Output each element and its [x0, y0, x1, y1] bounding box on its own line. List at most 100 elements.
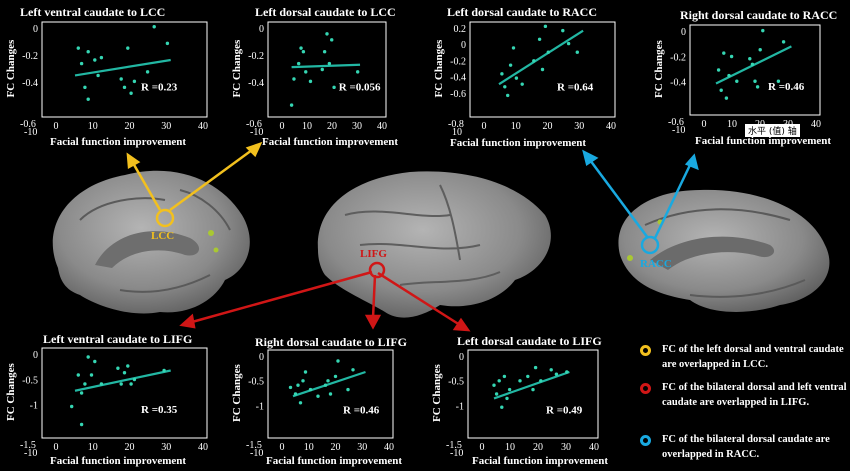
- data-point: [116, 366, 120, 370]
- data-point: [301, 379, 305, 383]
- x-tick-label: 10: [88, 442, 98, 453]
- data-point: [322, 49, 327, 54]
- legend-text: FC of the left dorsal and ventral caudat…: [662, 344, 844, 370]
- data-point: [546, 50, 550, 54]
- x-tick-label: 0: [280, 442, 285, 453]
- data-point: [753, 79, 757, 83]
- data-point: [119, 77, 123, 81]
- x-tick-label: 0: [702, 119, 707, 130]
- data-point: [729, 54, 734, 59]
- y-tick-label: -0.4: [670, 78, 686, 89]
- fit-line: [291, 63, 361, 69]
- data-point: [332, 85, 336, 90]
- data-point: [296, 61, 301, 66]
- data-point: [132, 79, 137, 84]
- data-point: [543, 24, 548, 29]
- data-point: [497, 379, 501, 383]
- plot-area: [689, 24, 821, 116]
- racc-marker: [640, 235, 660, 255]
- data-point: [76, 46, 81, 50]
- data-point: [507, 387, 512, 392]
- data-point: [526, 374, 530, 379]
- data-point: [511, 46, 516, 50]
- data-point: [554, 372, 559, 376]
- data-point: [539, 379, 543, 383]
- y-tick-label: -0.2: [670, 52, 686, 63]
- y-tick-label: 0: [461, 40, 466, 51]
- lifg-marker: [368, 261, 386, 279]
- panel-title-left-ventral-lcc: Left ventral caudate to LCC: [20, 5, 166, 19]
- data-point: [83, 382, 87, 386]
- y-tick-label: -0.5: [22, 375, 38, 386]
- fit-line: [498, 29, 584, 86]
- y-tick-label: -1.5: [20, 440, 36, 451]
- data-point: [781, 40, 786, 44]
- y-axis-title: FC Changes: [5, 39, 17, 97]
- x-axis-title: Facial function improvement: [50, 455, 187, 467]
- lifg-label: LIFG: [360, 248, 387, 260]
- data-point: [333, 374, 338, 379]
- data-point: [549, 368, 553, 372]
- y-axis-title: FC Changes: [431, 364, 443, 422]
- y-tick-label: -1: [456, 401, 464, 412]
- data-point: [328, 392, 333, 396]
- x-tick-label: 10: [302, 121, 312, 132]
- data-point: [298, 401, 303, 405]
- y-tick-label: -1: [30, 401, 38, 412]
- data-point: [292, 77, 296, 81]
- x-tick-label: 0: [480, 442, 485, 453]
- data-point: [86, 49, 90, 54]
- x-tick-label: -10: [250, 448, 263, 459]
- plot-area: [467, 349, 599, 439]
- data-point: [152, 25, 156, 29]
- x-tick-label: 10: [304, 442, 314, 453]
- y-tick-label: -0.2: [22, 51, 38, 62]
- data-point: [758, 48, 762, 52]
- r-value-label: R =0.35: [141, 404, 178, 416]
- x-tick-label: -10: [24, 448, 37, 459]
- panel-title-right-dorsal-racc: Right dorsal caudate to RACC: [680, 8, 838, 22]
- data-point: [500, 72, 504, 76]
- data-point: [566, 41, 571, 46]
- data-point: [303, 370, 308, 374]
- fit-line: [74, 369, 171, 392]
- data-point: [308, 387, 313, 392]
- data-point: [748, 57, 752, 61]
- x-tick-label: 30: [561, 442, 571, 453]
- y-tick-label: -0.8: [448, 119, 464, 130]
- plot-area: [41, 347, 208, 439]
- x-tick-label: 10: [511, 121, 521, 132]
- data-point: [99, 55, 104, 60]
- fit-line: [292, 370, 366, 398]
- x-axis-title: Facial function improvement: [262, 136, 399, 148]
- data-point: [126, 364, 130, 368]
- data-point: [304, 70, 308, 74]
- data-point: [289, 103, 294, 107]
- data-point: [165, 41, 170, 46]
- red-ring-icon: [640, 383, 651, 394]
- y-tick-label: 0: [259, 352, 264, 363]
- panel-title-right-dorsal-lifg: Right dorsal caudate to LIFG: [255, 335, 408, 349]
- data-point: [750, 62, 755, 67]
- y-axis-title: FC Changes: [5, 363, 17, 421]
- x-axis-title: Facial function improvement: [450, 137, 587, 149]
- data-point: [79, 391, 84, 395]
- x-tick-label: 20: [543, 121, 553, 132]
- data-point: [325, 32, 329, 36]
- fit-line: [493, 370, 570, 400]
- data-point: [129, 91, 133, 95]
- data-point: [500, 405, 504, 409]
- x-tick-label: 30: [574, 121, 584, 132]
- data-point: [316, 394, 320, 398]
- y-axis-title: FC Changes: [231, 364, 243, 422]
- data-point: [514, 76, 519, 80]
- data-point: [320, 67, 324, 72]
- racc-label: RACC: [640, 258, 672, 270]
- x-tick-label: 10: [88, 121, 98, 132]
- data-point: [79, 61, 84, 66]
- x-tick-label: 10: [727, 119, 737, 130]
- data-point: [735, 79, 739, 83]
- data-point: [761, 28, 765, 33]
